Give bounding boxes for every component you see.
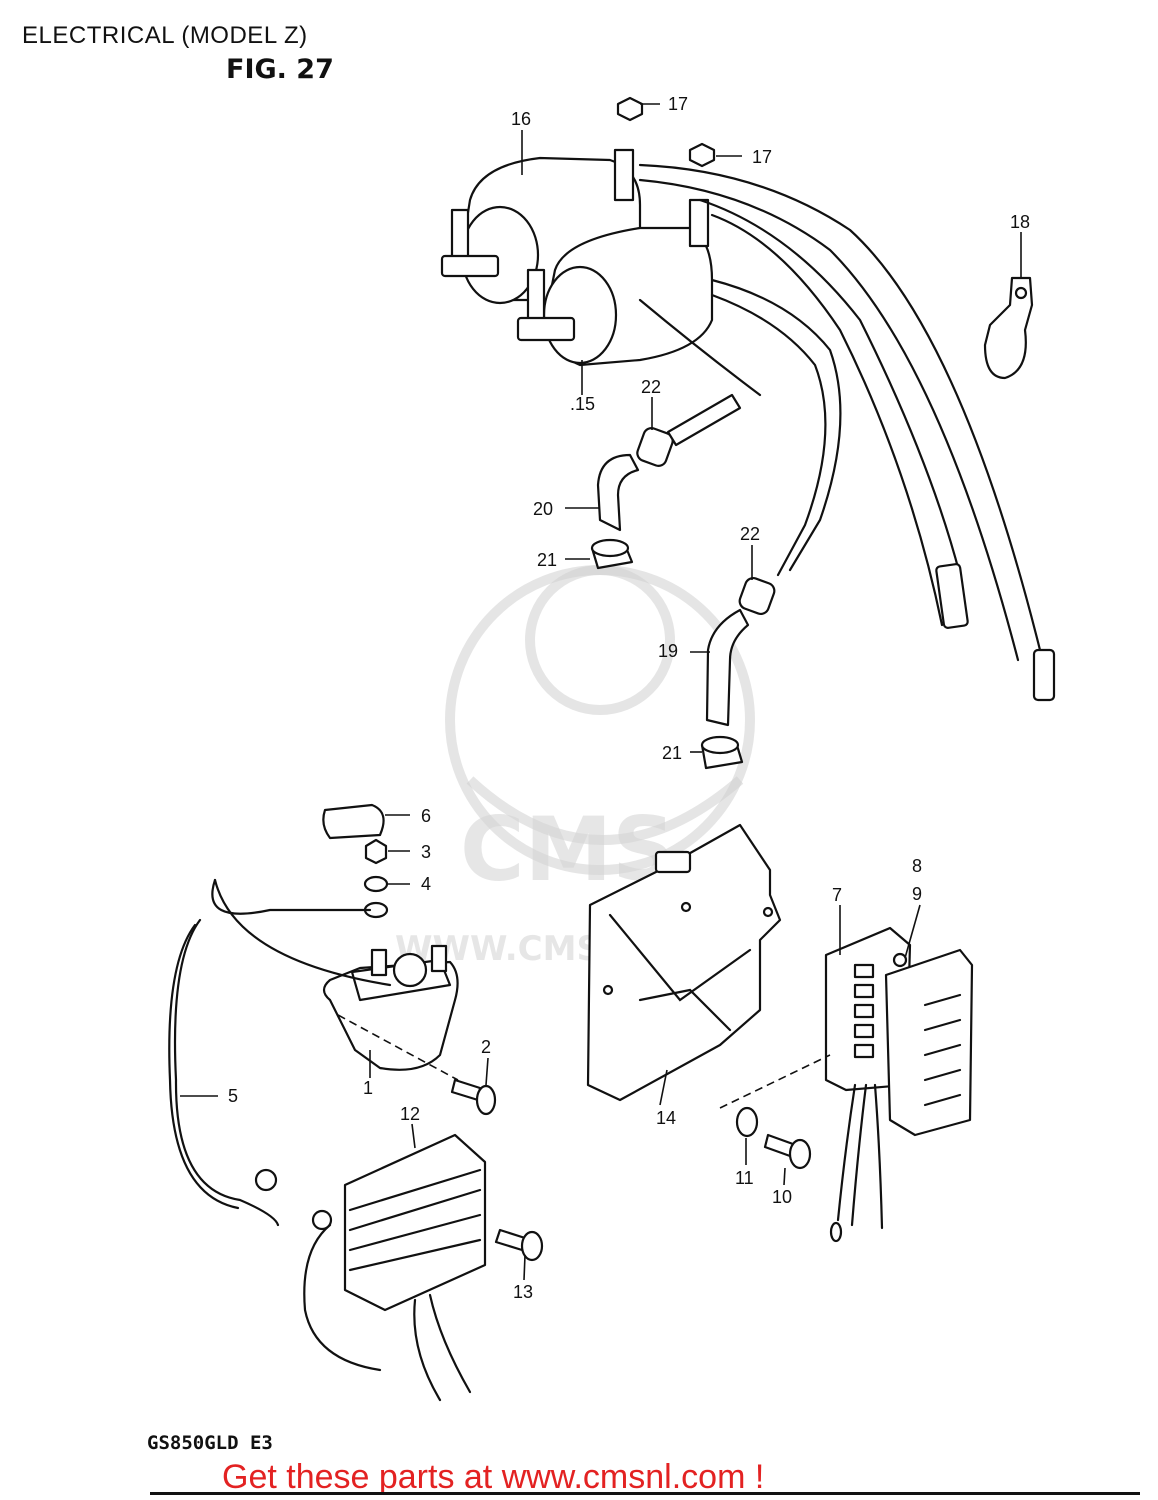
nut-17-lower[interactable] (688, 142, 716, 168)
plug-cap-20[interactable] (596, 453, 640, 532)
callout-14: 14 (656, 1108, 676, 1128)
washer-4[interactable] (363, 875, 389, 893)
callout-22-lower: 22 (740, 524, 760, 544)
figure-number: FIG. 27 (226, 54, 334, 85)
callout-21-upper: 21 (537, 550, 557, 570)
screw-10[interactable] (763, 1133, 812, 1170)
callout-9: 9 (912, 884, 922, 904)
callout-7: 7 (832, 885, 842, 905)
starter-relay-1[interactable] (322, 944, 459, 1071)
callout-13: 13 (513, 1282, 533, 1302)
washer-11[interactable] (735, 1106, 759, 1138)
clamp-18[interactable] (983, 276, 1034, 380)
callout-4: 4 (421, 874, 431, 894)
plug-cap-19[interactable] (705, 608, 750, 727)
callout-5: 5 (228, 1086, 238, 1106)
high-tension-leads (638, 163, 1056, 702)
leader-lines (180, 103, 1022, 1281)
callout-21-lower: 21 (662, 743, 682, 763)
callout-22-upper: 22 (641, 377, 661, 397)
callout-1: 1 (363, 1078, 373, 1098)
callout-labels: 17 17 16 18 .15 22 20 21 22 19 21 6 3 4 … (228, 94, 1030, 1302)
regulator-12[interactable] (303, 1133, 487, 1402)
screw-13[interactable] (494, 1228, 544, 1262)
terminal-cover-6[interactable] (322, 803, 385, 840)
nut-3[interactable] (364, 838, 388, 865)
callout-15: .15 (570, 394, 595, 414)
callout-8: 8 (912, 856, 922, 876)
callout-6: 6 (421, 806, 431, 826)
screw-2[interactable] (450, 1078, 497, 1116)
callout-20: 20 (533, 499, 553, 519)
callout-12: 12 (400, 1104, 420, 1124)
nut-17-upper[interactable] (616, 96, 644, 122)
diagram-title: ELECTRICAL (MODEL Z) (22, 22, 308, 49)
callout-3: 3 (421, 842, 431, 862)
bracket-14[interactable] (586, 823, 782, 1102)
callout-17-upper: 17 (668, 94, 688, 114)
callout-2: 2 (481, 1037, 491, 1057)
model-code: GS850GLD E3 (147, 1432, 273, 1454)
callout-19: 19 (658, 641, 678, 661)
callout-16: 16 (511, 109, 531, 129)
grommet-21a[interactable] (590, 538, 634, 570)
parts-shop-link[interactable]: Get these parts at www.cmsnl.com ! (222, 1458, 765, 1496)
callout-11: 11 (735, 1168, 754, 1188)
plug-cap-22b[interactable] (737, 576, 776, 616)
callout-17-lower: 17 (752, 147, 772, 167)
ignition-coil-15[interactable] (516, 198, 714, 367)
ignition-coil-16[interactable] (440, 148, 642, 305)
callout-10: 10 (772, 1187, 792, 1207)
fuse-9[interactable] (892, 952, 908, 968)
lead-wire-5[interactable] (168, 878, 392, 1227)
callout-18: 18 (1010, 212, 1030, 232)
plug-cap-22a[interactable] (635, 393, 742, 468)
grommet-21b[interactable] (700, 735, 744, 770)
footer-divider (150, 1492, 1140, 1495)
fuse-box-cover-8[interactable] (884, 948, 974, 1137)
